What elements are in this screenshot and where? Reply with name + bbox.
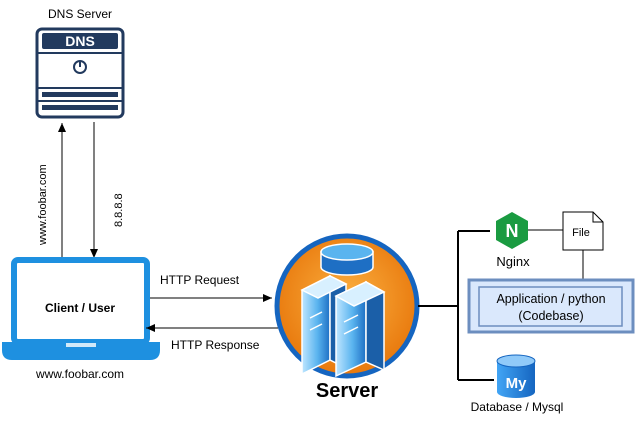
http-request-label: HTTP Request — [160, 273, 240, 287]
dns-badge: DNS — [65, 33, 95, 49]
nginx-icon: N — [496, 212, 528, 249]
application-label-line2: (Codebase) — [518, 309, 583, 323]
server-label: Server — [316, 380, 378, 402]
edge-dns-to-client-label: 8.8.8.8 — [113, 193, 125, 227]
dns-server-icon: DNS — [35, 27, 125, 119]
edge-client-to-dns: www.foobar.com — [37, 123, 66, 258]
nginx-label: Nginx — [496, 254, 530, 269]
edge-http-response: HTTP Response — [146, 324, 278, 352]
file-node: File — [562, 211, 604, 251]
mysql-icon: My — [496, 354, 536, 398]
server-connector — [418, 230, 494, 381]
mysql-glyph: My — [506, 375, 527, 392]
client-node: Client / User www.foobar.com — [2, 257, 160, 381]
nginx-node: N Nginx — [496, 212, 530, 269]
dns-server-node: DNS Server DNS — [35, 7, 125, 119]
laptop-icon — [2, 257, 160, 360]
application-label-line1: Application / python — [496, 292, 605, 306]
client-caption: www.foobar.com — [35, 367, 124, 381]
database-node: My Database / Mysql — [471, 354, 564, 414]
edge-client-to-dns-label: www.foobar.com — [37, 164, 49, 246]
edge-dns-to-client: 8.8.8.8 — [90, 122, 125, 258]
client-label: Client / User — [45, 301, 115, 315]
edge-http-request: HTTP Request — [150, 273, 272, 302]
server-rack-icon — [274, 233, 420, 379]
file-label: File — [572, 227, 590, 239]
application-node: Application / python (Codebase) — [467, 278, 635, 334]
http-response-label: HTTP Response — [171, 338, 260, 352]
dns-server-label: DNS Server — [48, 7, 112, 21]
nginx-glyph: N — [506, 221, 519, 241]
database-label: Database / Mysql — [471, 400, 564, 414]
server-node: Server — [274, 233, 420, 402]
